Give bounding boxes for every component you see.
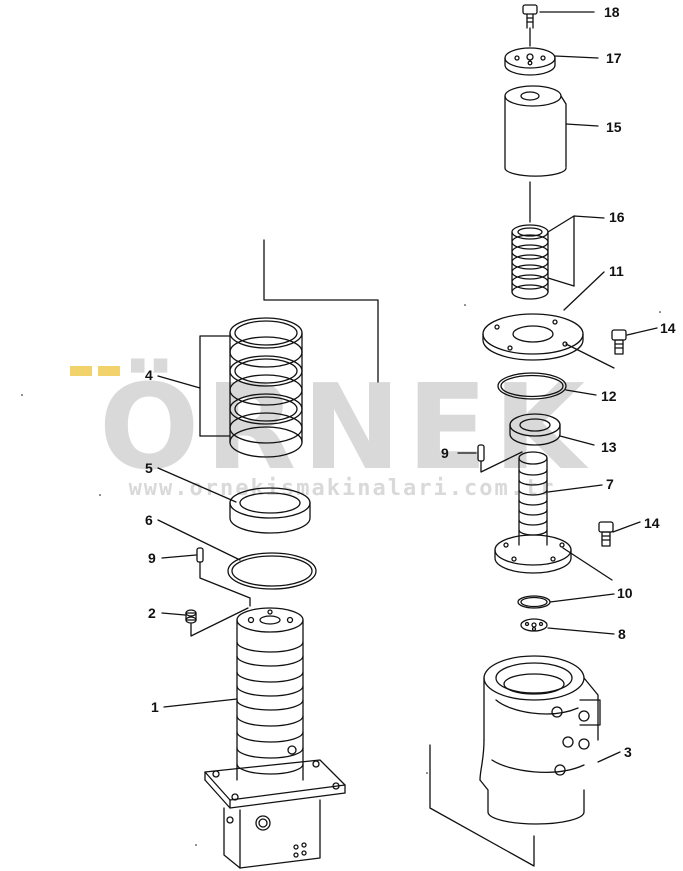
part-9-left-guide: [199, 561, 251, 607]
callout-9-left: 9: [148, 550, 156, 566]
callout-18: 18: [604, 4, 620, 20]
callout-4: 4: [145, 367, 153, 383]
part-7-shaft: [494, 451, 572, 574]
part-14-bolt-lower: [598, 521, 614, 547]
part-9-pin-left: [196, 547, 204, 563]
callout-15: 15: [606, 119, 622, 135]
part-11-guide: [565, 343, 615, 369]
callout-2: 2: [148, 605, 156, 621]
part-5-ring: [229, 487, 311, 534]
part-14-bolt-upper: [611, 329, 627, 355]
callout-9-right: 9: [441, 445, 449, 461]
callout-1: 1: [151, 699, 159, 715]
part-3-bracket: [429, 744, 535, 867]
part-9-pin-right: [477, 444, 485, 462]
part-18-bolt: [522, 4, 538, 29]
part-12-o-ring: [497, 372, 567, 400]
part-15-housing: [504, 85, 567, 177]
part-7-guide: [562, 547, 613, 581]
part-8-disc: [520, 618, 548, 632]
callout-14-lower: 14: [644, 515, 660, 531]
callout-16: 16: [609, 209, 625, 225]
callout-13: 13: [601, 439, 617, 455]
leader-lines: [157, 11, 658, 763]
callout-10: 10: [617, 585, 633, 601]
callout-14-upper: 14: [660, 320, 676, 336]
part-11-plate: [482, 313, 584, 361]
part-13-bearing: [509, 413, 561, 446]
callout-17: 17: [606, 50, 622, 66]
drawing-specks: [21, 304, 661, 846]
callout-6: 6: [145, 512, 153, 528]
part-4-seal-rings: [229, 317, 303, 458]
part-3-rotor-body: [479, 655, 601, 825]
part-1-shaft: [204, 607, 346, 869]
callout-8: 8: [618, 626, 626, 642]
watermark-dot-left: [70, 366, 92, 376]
watermark-dot-right: [98, 366, 120, 376]
part-6-snap-ring: [227, 552, 317, 590]
part-2-nut: [185, 609, 197, 624]
part-10-o-ring: [517, 595, 551, 609]
part-4-bracket: [263, 239, 379, 383]
callout-11: 11: [609, 263, 624, 279]
callout-5: 5: [145, 460, 153, 476]
part-2-guide: [190, 607, 249, 637]
part-17-cover: [504, 47, 556, 76]
part-9-right-guide: [480, 451, 523, 473]
callout-12: 12: [601, 388, 617, 404]
callout-7: 7: [606, 476, 614, 492]
callout-3: 3: [624, 744, 632, 760]
part-16-spring: [511, 224, 549, 300]
